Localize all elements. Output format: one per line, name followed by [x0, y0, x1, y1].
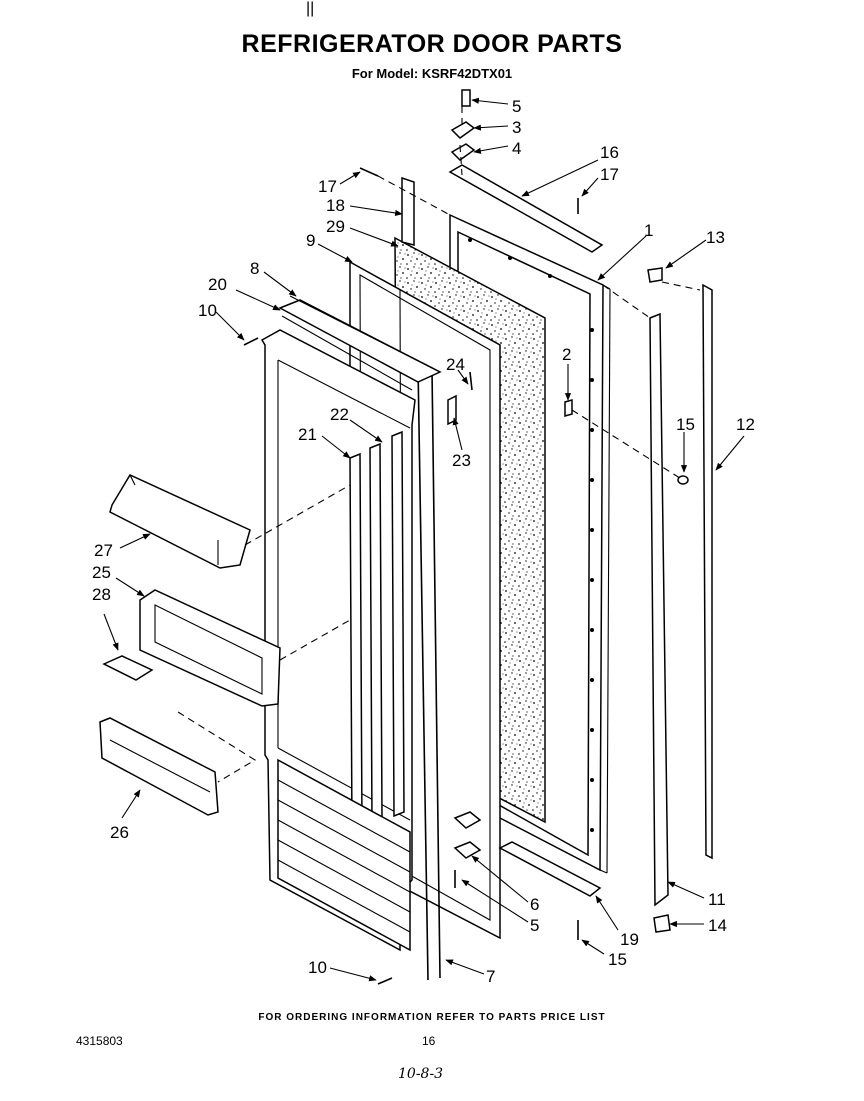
callout-2: 2 [562, 345, 571, 364]
callout-5-top: 5 [512, 97, 521, 116]
callout-12: 12 [736, 415, 755, 434]
callout-27: 27 [94, 541, 113, 560]
callout-15-mid: 15 [676, 415, 695, 434]
ordering-note: FOR ORDERING INFORMATION REFER TO PARTS … [258, 1012, 606, 1023]
callout-20: 20 [208, 275, 227, 294]
lower-shelves [277, 758, 411, 952]
callout-10-bottom: 10 [308, 958, 327, 977]
callout-5-bottom: 5 [530, 916, 539, 935]
callout-4: 4 [512, 139, 521, 158]
kick-plate [99, 717, 219, 816]
callout-16: 16 [600, 143, 619, 162]
callout-8: 8 [250, 259, 259, 278]
callout-24: 24 [446, 355, 465, 374]
callout-22: 22 [330, 405, 349, 424]
callout-14: 14 [708, 916, 727, 935]
door-screw-holes [468, 238, 594, 832]
model-subtitle: For Model: KSRF42DTX01 [351, 66, 513, 81]
callout-10-top: 10 [198, 301, 217, 320]
callout-7: 7 [486, 967, 495, 986]
callout-3: 3 [512, 118, 521, 137]
callout-18: 18 [326, 196, 345, 215]
leader-arrows [103, 97, 745, 982]
door-gasket [417, 364, 441, 981]
top-trim [278, 295, 442, 391]
drip-tray [102, 655, 154, 681]
callout-17-left: 17 [318, 177, 337, 196]
door-rails [349, 430, 405, 834]
hinge-side-panel [649, 312, 669, 907]
callout-19: 19 [620, 930, 639, 949]
door-strip [702, 283, 713, 860]
callout-11: 11 [708, 890, 726, 909]
callout-29: 29 [326, 217, 345, 236]
callout-17-right: 17 [600, 165, 619, 184]
callout-23: 23 [452, 451, 471, 470]
hardware-pieces [243, 89, 689, 985]
callout-1: 1 [644, 221, 653, 240]
callout-13: 13 [706, 228, 725, 247]
callout-9: 9 [306, 231, 315, 250]
alignment-lines [177, 106, 701, 783]
dispenser-housing [139, 589, 281, 707]
tick-mark: || [306, 0, 315, 17]
callout-15-bottom: 15 [608, 950, 627, 969]
page-title: REFRIGERATOR DOOR PARTS [241, 30, 623, 58]
document-number: 4315803 [76, 1034, 123, 1048]
door-bin [109, 474, 251, 569]
date-code: 10-8-3 [398, 1066, 444, 1082]
callout-25: 25 [92, 563, 111, 582]
callout-labels: 5 3 4 16 17 17 18 29 9 1 13 8 20 10 24 2… [92, 97, 755, 986]
callout-26: 26 [110, 823, 129, 842]
callout-21: 21 [298, 425, 317, 444]
callout-6: 6 [530, 895, 539, 914]
callout-28: 28 [92, 585, 111, 604]
hinge-strip [401, 176, 415, 246]
page-number: 16 [422, 1034, 436, 1048]
